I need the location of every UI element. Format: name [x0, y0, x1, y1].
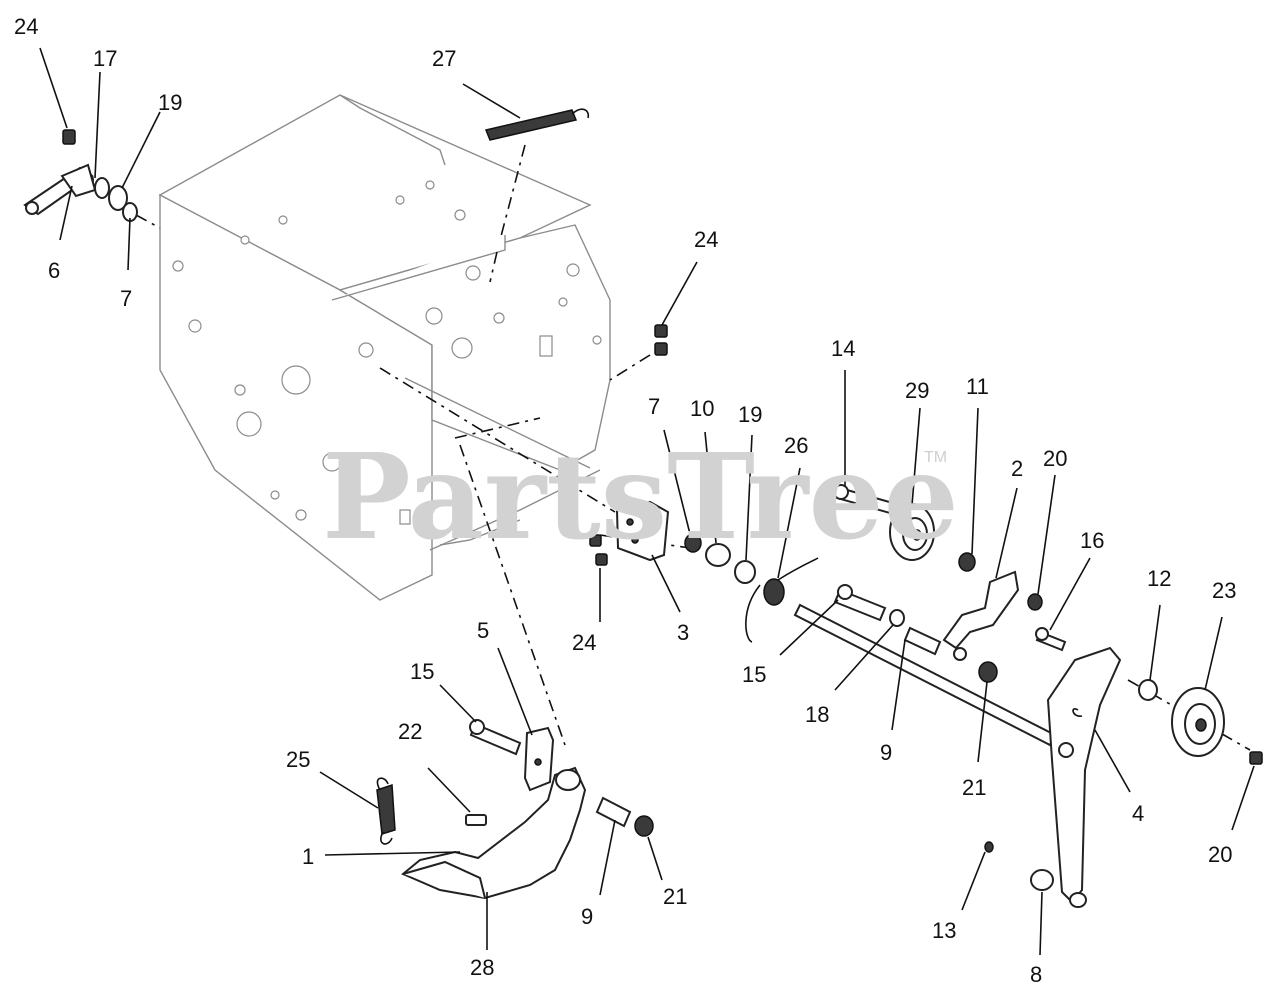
callout: 28: [470, 955, 494, 980]
watermark-text: PartsTree: [322, 427, 959, 566]
callout: 22: [398, 719, 422, 744]
callout: 18: [805, 702, 829, 727]
callout: 6: [48, 258, 60, 283]
callout: 16: [1080, 528, 1104, 553]
callout: 21: [663, 884, 687, 909]
callout: 25: [286, 747, 310, 772]
callout: 7: [120, 286, 132, 311]
parts: [23, 108, 1263, 908]
callout: 24: [572, 630, 596, 655]
callout: 9: [581, 904, 593, 929]
callout: 14: [831, 336, 855, 361]
callout: 15: [410, 659, 434, 684]
callout: 9: [880, 740, 892, 765]
callout: 27: [432, 46, 456, 71]
callout: 20: [1043, 446, 1067, 471]
callout: 15: [742, 662, 766, 687]
callout: 24: [694, 227, 718, 252]
callout: 26: [784, 433, 808, 458]
callout: 29: [905, 378, 929, 403]
callout: 5: [477, 618, 489, 643]
callout: 10: [690, 396, 714, 421]
callout: 4: [1132, 801, 1144, 826]
callout: 7: [648, 394, 660, 419]
callout: 2: [1011, 456, 1023, 481]
callout: 23: [1212, 578, 1236, 603]
callout: 20: [1208, 842, 1232, 867]
callout: 8: [1030, 962, 1042, 987]
callout: 1: [302, 844, 314, 869]
callout: 13: [932, 918, 956, 943]
callout: 19: [158, 90, 182, 115]
callout: 11: [966, 374, 989, 399]
watermark-trademark: TM: [924, 449, 947, 466]
callout: 3: [677, 620, 689, 645]
callout: 17: [93, 46, 117, 71]
chassis-frame: [158, 94, 611, 601]
callout-labels: 24 17 19 27 6 7 24 14 29 11 7 10 19 26 2…: [14, 14, 1236, 987]
callout: 19: [738, 402, 762, 427]
leader-lines: [39, 47, 1255, 956]
callout: 21: [962, 775, 986, 800]
callout: 24: [14, 14, 38, 39]
callout: 12: [1147, 566, 1171, 591]
